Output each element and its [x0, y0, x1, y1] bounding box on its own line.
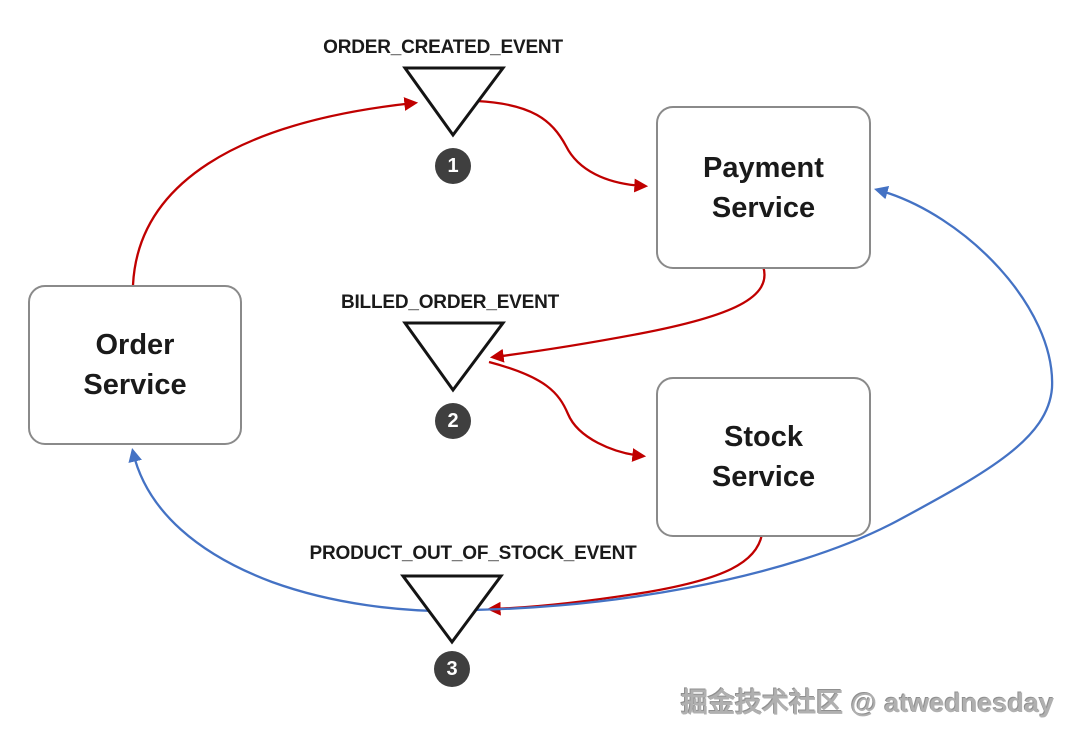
event-topic-triangle-3: [400, 574, 504, 645]
publish-arrow-event1-to-payment: [476, 99, 649, 193]
service-label-order: Order Service: [83, 329, 187, 401]
watermark-text: 掘金技术社区 @ atwednesday: [681, 688, 1054, 718]
event-topic-triangle-2: [402, 321, 506, 393]
publish-arrow-order-to-event1: [131, 97, 419, 286]
service-label-stock: Stock Service: [711, 421, 816, 493]
event-topic-triangle-1: [402, 66, 506, 138]
publish-arrow-payment-to-event2: [489, 265, 766, 363]
step-badge-2: 2: [435, 403, 471, 439]
event-label-product-out-of-stock: PRODUCT_OUT_OF_STOCK_EVENT: [309, 543, 637, 564]
service-node-order: Order Service: [28, 285, 242, 445]
step-badge-1: 1: [435, 148, 471, 184]
event-label-order-created: ORDER_CREATED_EVENT: [323, 37, 563, 58]
service-label-payment: Payment Service: [703, 151, 824, 224]
subscribe-arrow-event3-to-payment: [429, 185, 1054, 612]
step-badge-3: 3: [434, 651, 470, 687]
service-node-payment: Payment Service: [656, 106, 871, 269]
service-node-stock: Stock Service: [656, 377, 871, 537]
subscribe-arrow-event3-to-order: [128, 447, 471, 613]
publish-arrow-event2-to-stock: [488, 360, 647, 462]
event-label-billed-order: BILLED_ORDER_EVENT: [340, 292, 560, 313]
